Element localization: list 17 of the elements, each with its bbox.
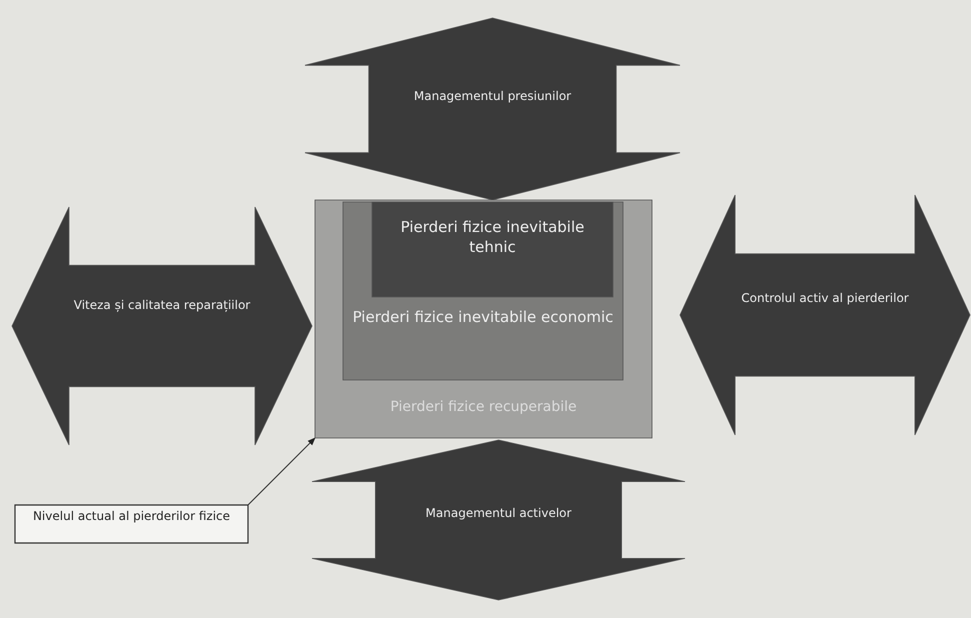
double-arrow-shape [12,207,312,445]
node-label: Managementul activelor [424,505,572,522]
double-arrow-shape [305,18,680,200]
node-label: Pierderi fizice inevitabile economic [352,307,614,328]
node-label: Nivelul actual al pierderilor fizice [32,508,232,524]
callout-box [15,505,248,543]
node-label: Viteza și calitatea reparațiilor [72,297,252,314]
layer-box [315,200,652,438]
node-label: Controlul activ al pierderilor [740,290,910,306]
node-label: Managementul presiunilor [412,88,572,104]
node-label: Pierderi fizice inevitabile tehnic [400,217,586,258]
double-arrow-shape [312,440,685,600]
layer-box [372,202,613,297]
double-arrow-shape [680,195,970,435]
layer-box [343,202,623,380]
node-label: Pierderi fizice recuperabile [389,398,578,417]
leader-arrow [248,437,316,506]
